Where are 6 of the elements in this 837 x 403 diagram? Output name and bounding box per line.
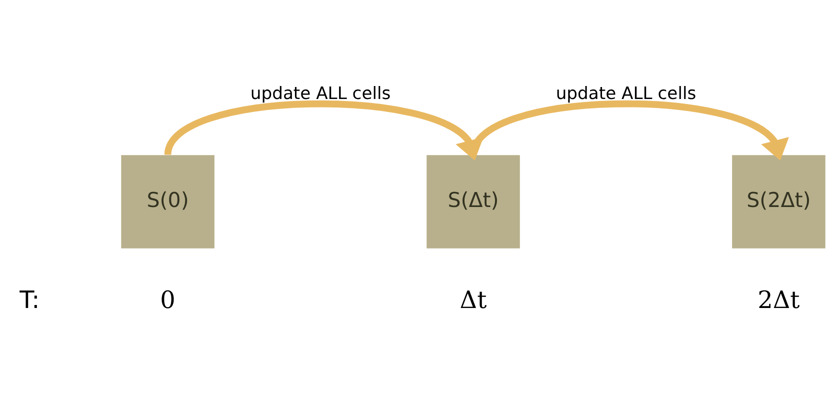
label: T: (20, 285, 40, 314)
label: Δt (460, 285, 487, 314)
edge-label: update ALL cells (250, 84, 391, 104)
label: 2Δt (758, 285, 800, 314)
edge-label: update ALL cells (556, 84, 696, 104)
label: 0 (160, 285, 176, 314)
